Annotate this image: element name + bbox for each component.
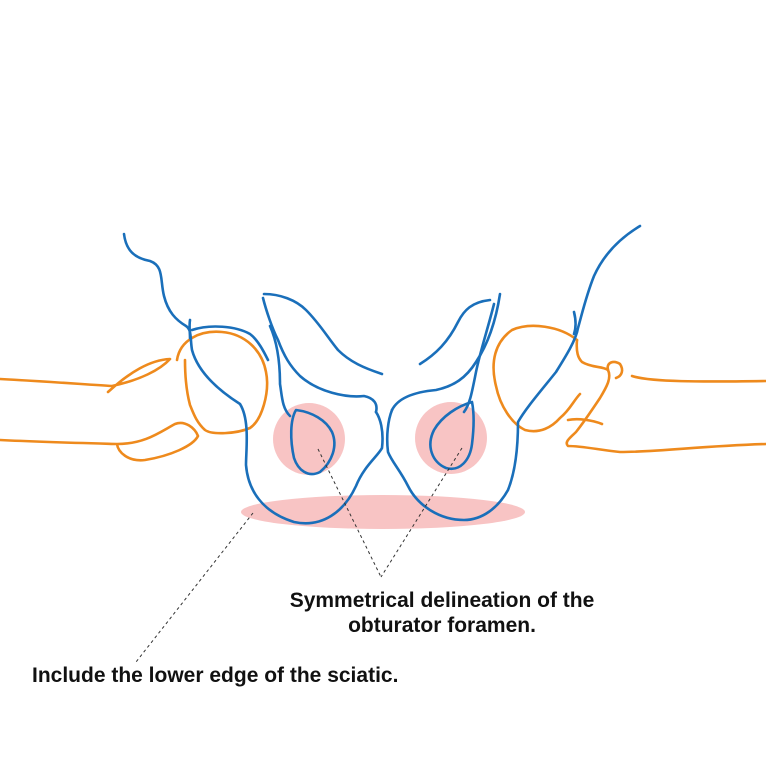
obturator-leader-lines: [317, 447, 463, 578]
sciatic-edge-label: Include the lower edge of the sciatic.: [32, 664, 399, 687]
leader-line-sciatic: [135, 512, 254, 663]
pelvis: [122, 224, 642, 525]
obturator-label-line1: Symmetrical delineation of the: [289, 589, 595, 612]
obturator-foramen-label: Symmetrical delineation of the obturator…: [252, 588, 632, 638]
leader-line-right-obturator: [380, 447, 463, 578]
left-femur: [0, 330, 269, 462]
obturator-label-line2: obturator foramen.: [348, 614, 536, 637]
sciatic-lower-edge-highlight: [241, 495, 525, 529]
right-femur: [492, 324, 766, 454]
